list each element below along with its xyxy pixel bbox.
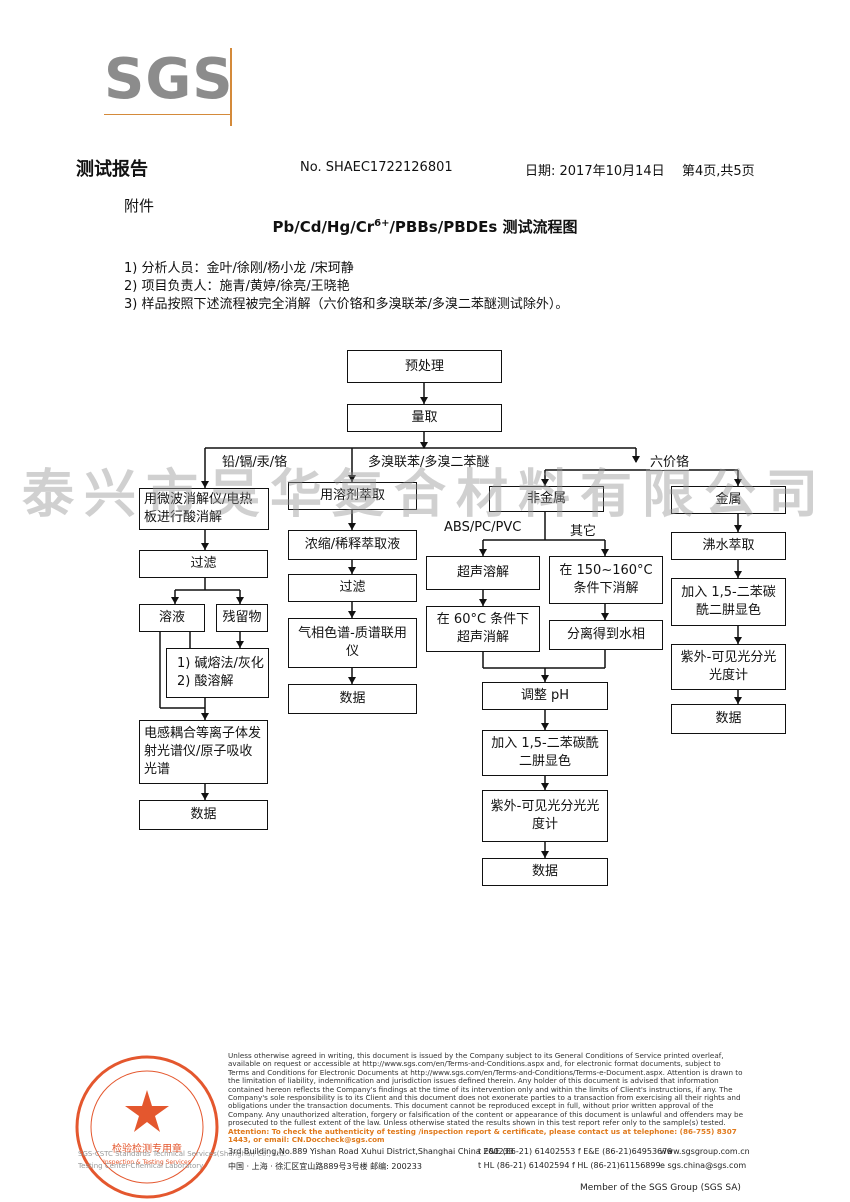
dpc-color-box-2: 加入 1,5-二苯碳酰二肼显色 <box>671 578 786 626</box>
note-2: 2) 项目负责人：施青/黄婷/徐亮/王晓艳 <box>124 279 350 294</box>
branch-label-pbb: 多溴联苯/多溴二苯醚 <box>368 451 490 470</box>
data-box-2: 数据 <box>288 684 417 714</box>
concentrate-box: 浓缩/稀释萃取液 <box>288 530 417 560</box>
gcms-box: 气相色谱-质谱联用仪 <box>288 618 417 668</box>
solution-box: 溶液 <box>139 604 205 632</box>
logo-text: SGS <box>104 47 234 112</box>
company-name-en: Testing Center-Chemical Laboratory <box>78 1162 204 1170</box>
branch-label-cr6: 六价铬 <box>650 451 690 470</box>
telephone-hl: t HL (86-21) 61402594 f HL (86-21)611568… <box>478 1161 661 1170</box>
pretreatment-box: 预处理 <box>347 350 502 383</box>
process-title: Pb/Cd/Hg/Cr6+/PBBs/PBDEs 测试流程图 <box>272 218 578 236</box>
icp-box: 电感耦合等离子体发射光谱仪/原子吸收光谱 <box>139 720 268 784</box>
ultrasonic-box: 超声溶解 <box>426 556 540 590</box>
data-box-4: 数据 <box>671 704 786 734</box>
boiling-water-box: 沸水萃取 <box>671 532 786 560</box>
note-3: 3) 样品按照下述流程被完全消解（六价铬和多溴联苯/多溴二苯醚测试除外）。 <box>124 297 569 312</box>
filter-box-2: 过滤 <box>288 574 417 602</box>
uv-vis-box-2: 紫外-可见光分光光度计 <box>671 644 786 690</box>
report-title: 测试报告 <box>76 159 148 180</box>
dpc-color-box-1: 加入 1,5-二苯碳酰二肼显色 <box>482 730 608 776</box>
email: e sgs.china@sgs.com <box>660 1161 747 1170</box>
company-name-cn: SGS-CSTC Standards Technical Services(Sh… <box>78 1150 287 1158</box>
acid-digestion-box: 用微波消解仪/电热板进行酸消解 <box>139 488 269 530</box>
uv-vis-box-1: 紫外-可见光分光光度计 <box>482 790 608 842</box>
weigh-box: 量取 <box>347 404 502 432</box>
notes: 1) 分析人员：金叶/徐刚/杨小龙 /宋珂静 2) 项目负责人：施青/黄婷/徐亮… <box>124 260 568 314</box>
residue-steps-box: 1) 碱熔法/灰化 2) 酸溶解 <box>166 648 269 698</box>
heat-digest-box: 在 150~160°C 条件下消解 <box>549 556 663 604</box>
website: www.sgsgroup.com.cn <box>660 1147 750 1156</box>
branch-label-abs: ABS/PC/PVC <box>444 520 522 535</box>
sgs-member-text: Member of the SGS Group (SGS SA) <box>580 1183 741 1193</box>
branch-label-other: 其它 <box>570 520 597 539</box>
appendix-label: 附件 <box>124 197 155 215</box>
telephone-ee: t E&E (86-21) 61402553 f E&E (86-21)6495… <box>478 1147 673 1156</box>
data-box-3: 数据 <box>482 858 608 886</box>
note-1: 1) 分析人员：金叶/徐刚/杨小龙 /宋珂静 <box>124 261 354 276</box>
report-date: 日期: 2017年10月14日 <box>525 164 665 179</box>
residue-box: 残留物 <box>216 604 268 632</box>
address-cn: 中国 · 上海 · 徐汇区宜山路889号3号楼 邮编: 200233 <box>228 1162 422 1171</box>
nonmetal-box: 非金属 <box>489 486 604 512</box>
report-number: No. SHAEC1722126801 <box>300 160 453 175</box>
data-box-1: 数据 <box>139 800 268 830</box>
sgs-logo: SGS <box>104 47 234 126</box>
branch-label-metals: 铅/镉/汞/铬 <box>222 451 288 470</box>
footer-disclaimer: Unless otherwise agreed in writing, this… <box>228 1051 744 1145</box>
adjust-ph-box: 调整 pH <box>482 682 608 710</box>
metal-box: 金属 <box>671 486 786 514</box>
solvent-extraction-box: 用溶剂萃取 <box>288 482 417 510</box>
company-watermark: 泰兴市吴华复合材料有限公司 <box>21 465 828 525</box>
inspection-stamp: 检验检测专用章 Inspection & Testing Services <box>75 1055 219 1199</box>
svg-text:检验检测专用章: 检验检测专用章 <box>112 1142 182 1155</box>
ultrasonic-60-box: 在 60°C 条件下超声消解 <box>426 606 540 652</box>
filter-box-1: 过滤 <box>139 550 268 578</box>
page-number: 第4页,共5页 <box>682 164 755 179</box>
separate-water-box: 分离得到水相 <box>549 620 663 650</box>
address-en: 3rd Building,No.889 Yishan Road Xuhui Di… <box>228 1147 514 1156</box>
svg-text:Inspection & Testing Services: Inspection & Testing Services <box>103 1159 191 1166</box>
